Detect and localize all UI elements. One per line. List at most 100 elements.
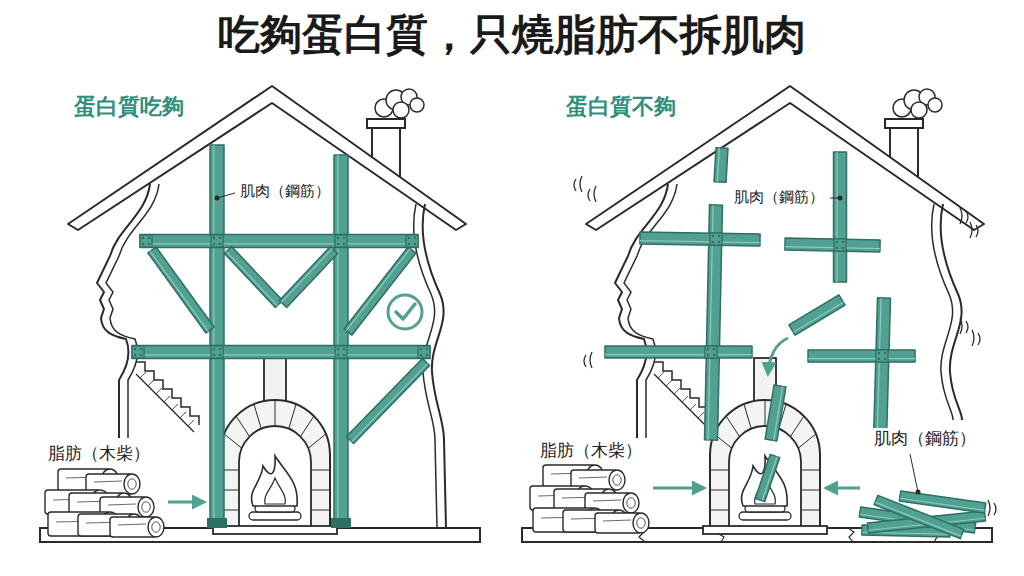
stair-stringer <box>136 374 194 432</box>
label-text: 肌肉（鋼筋） <box>238 182 332 200</box>
steel-beam <box>210 145 224 525</box>
log-ring <box>637 518 645 528</box>
steel-beam <box>874 298 891 440</box>
brick-line <box>801 470 820 471</box>
firewood-pile <box>45 469 164 537</box>
bolt <box>140 348 142 350</box>
beam-highlight <box>352 364 428 442</box>
bolt <box>343 354 345 356</box>
fire-log <box>249 512 301 520</box>
fireplace-opening <box>239 426 311 530</box>
beam-highlight <box>605 354 752 355</box>
leader-dot <box>838 196 843 201</box>
brick-line <box>224 434 242 448</box>
brick-line <box>798 434 816 448</box>
steel-beam <box>789 295 845 335</box>
beam-highlight <box>640 241 760 243</box>
steel-frame <box>132 145 430 525</box>
chimney-cap <box>885 119 923 128</box>
column-foot <box>331 518 351 528</box>
brick-line <box>801 510 820 511</box>
bolt <box>842 247 844 249</box>
brick-line <box>765 400 766 426</box>
fireplace-body <box>220 400 330 530</box>
shake-mark <box>972 330 980 346</box>
chimney-cap <box>367 119 405 128</box>
log-ring <box>627 498 635 508</box>
log-ring <box>152 522 160 532</box>
log-end <box>609 470 625 490</box>
log-ring <box>128 479 136 489</box>
bolt-plate <box>710 233 722 245</box>
flue <box>264 358 286 404</box>
bolt <box>884 358 886 360</box>
shake-mark <box>960 318 968 334</box>
brick-line <box>300 416 313 436</box>
roof <box>68 86 466 230</box>
bolt <box>718 241 720 243</box>
hearth <box>213 526 337 534</box>
ground-crack <box>848 528 854 542</box>
log-end <box>623 493 639 513</box>
bolt <box>426 348 428 350</box>
body-outline <box>932 204 953 420</box>
stair-hatch <box>658 372 664 378</box>
brick-line <box>254 404 261 429</box>
scrap-steel-pile <box>859 491 985 539</box>
firewood-pile <box>530 465 649 533</box>
stair-hatch <box>188 420 194 426</box>
fire-log <box>739 512 791 520</box>
shake-mark <box>970 222 978 238</box>
bolt <box>836 247 838 249</box>
bolt <box>337 348 339 350</box>
brick-line <box>710 470 729 471</box>
fall-arrow <box>768 338 788 374</box>
bolt <box>142 243 144 245</box>
head-outline <box>624 184 677 438</box>
stair-hatch <box>690 404 696 410</box>
bolt-plate <box>418 346 430 358</box>
stair-hatch <box>148 380 154 386</box>
shake-mark <box>960 208 968 224</box>
flow-arrow <box>826 487 860 490</box>
stair-hatch <box>674 388 680 394</box>
brick-line <box>710 510 729 511</box>
bolt-plate <box>140 235 152 247</box>
bolt-plate <box>132 346 144 358</box>
bolt <box>134 354 136 356</box>
log-ring <box>613 475 621 485</box>
bolt <box>343 237 345 239</box>
steel-beam <box>279 247 337 308</box>
shake-mark <box>584 352 592 368</box>
brick-line <box>744 404 751 429</box>
bolt <box>343 243 345 245</box>
brick-line <box>710 490 729 491</box>
flame-core <box>265 478 286 504</box>
bolt <box>420 354 422 356</box>
beam-highlight <box>213 145 214 525</box>
title: 吃夠蛋白質，只燒脂肪不拆肌肉 <box>0 10 1024 60</box>
beam-highlight <box>808 358 915 359</box>
smoke-puff <box>911 102 927 118</box>
bolt <box>718 235 720 237</box>
bolt <box>219 243 221 245</box>
bolt <box>148 243 150 245</box>
bolt <box>408 237 410 239</box>
stair-hatch <box>172 404 178 410</box>
head-outline <box>106 184 159 438</box>
brick-line <box>275 400 276 426</box>
bolt <box>134 348 136 350</box>
bolt <box>148 237 150 239</box>
bolt <box>337 243 339 245</box>
check-mark <box>396 304 415 319</box>
bolt <box>213 237 215 239</box>
steel-beam <box>834 152 847 282</box>
bolt <box>408 243 410 245</box>
flow-arrow <box>653 487 704 490</box>
log-end <box>633 513 649 533</box>
steel-beam <box>755 454 779 501</box>
bolt <box>836 241 838 243</box>
log-grain <box>118 524 146 525</box>
beam-highlight <box>132 354 430 355</box>
